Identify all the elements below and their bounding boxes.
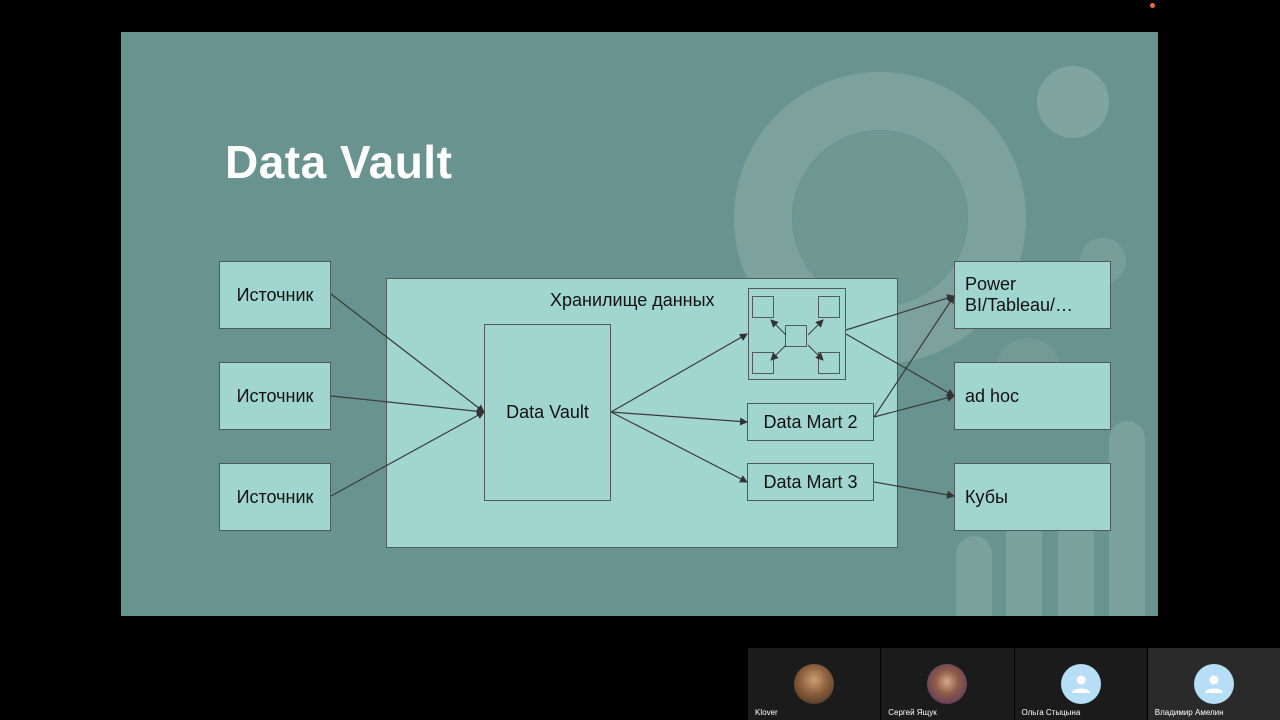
- consumer-box: Кубы: [954, 463, 1111, 531]
- avatar: [1060, 664, 1101, 704]
- participant-tile[interactable]: Сергей Ящук: [880, 648, 1014, 720]
- arrow-mart-2-to-adhoc: [873, 393, 955, 418]
- avatar: [794, 664, 834, 704]
- person-icon: [1204, 675, 1223, 693]
- arrow-vault-to-schema: [610, 333, 748, 413]
- consumer-box: ad hoc: [954, 362, 1111, 430]
- schema-link: [807, 344, 824, 361]
- arrow-mart-3-to-cubes: [873, 481, 955, 499]
- arrow-source-2-to-vault: [330, 395, 485, 416]
- source-box: Источник: [219, 463, 331, 531]
- schema-diagram: [748, 288, 846, 380]
- participant-tile[interactable]: Владимир Амелин: [1146, 648, 1280, 720]
- schema-node: [752, 296, 774, 318]
- decorative-circle: [793, 131, 967, 305]
- arrow-vault-to-mart-2: [610, 411, 748, 426]
- arrow-vault-to-mart-3: [610, 411, 748, 483]
- data-vault-box: Data Vault: [484, 324, 611, 501]
- person-icon: [1071, 675, 1090, 693]
- schema-link: [807, 319, 824, 336]
- warehouse-label: Хранилище данных: [550, 290, 715, 310]
- recording-indicator: [1150, 3, 1155, 8]
- decorative-bar: [1109, 421, 1145, 616]
- source-box: Источник: [219, 261, 331, 329]
- participant-name: Ольга Стыцына: [1021, 708, 1081, 717]
- arrow-source-3-to-vault: [330, 411, 485, 497]
- participant-name: Klover: [755, 708, 778, 717]
- schema-link: [770, 319, 787, 336]
- slide-title: Data Vault: [225, 136, 453, 188]
- presentation-slide: Data Vault Источник Источник Источник Хр…: [121, 32, 1158, 616]
- arrow-mart-2-to-bi: [873, 295, 955, 418]
- avatar: [1193, 664, 1234, 704]
- participant-tile[interactable]: Klover: [747, 648, 881, 720]
- schema-link: [770, 344, 787, 361]
- participant-name: Сергей Ящук: [888, 708, 937, 717]
- arrow-source-1-to-vault: [330, 293, 485, 413]
- decorative-circle: [1037, 66, 1109, 138]
- schema-node: [752, 352, 774, 374]
- schema-node: [785, 325, 807, 347]
- participant-strip: Klover Сергей Ящук Ольга Стыцына Владими…: [747, 648, 1280, 720]
- participant-tile[interactable]: Ольга Стыцына: [1013, 648, 1147, 720]
- flow-arrows: [330, 293, 955, 499]
- source-box: Источник: [219, 362, 331, 430]
- decorative-bar: [956, 536, 992, 616]
- arrow-schema-to-bi: [845, 294, 955, 331]
- data-mart-box: Data Mart 3: [747, 463, 874, 501]
- arrow-schema-to-adhoc: [845, 333, 955, 397]
- participant-name: Владимир Амелин: [1154, 708, 1224, 717]
- consumer-box: Power BI/Tableau/…: [954, 261, 1111, 329]
- data-mart-box: Data Mart 2: [747, 403, 874, 441]
- schema-node: [818, 296, 840, 318]
- decorative-bar: [1006, 516, 1042, 616]
- avatar: [927, 664, 968, 704]
